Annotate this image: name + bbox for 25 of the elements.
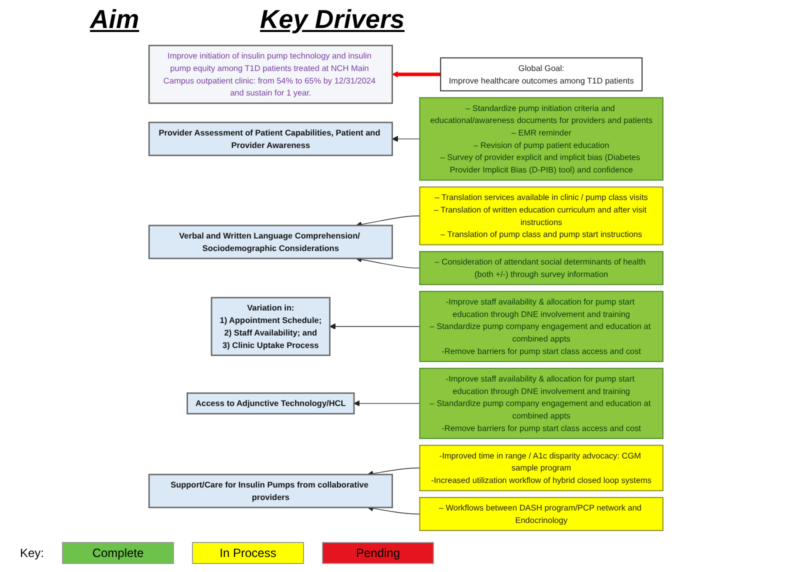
node-box: – Workflows between DASH program/PCP network and Endocrinology: [419, 497, 664, 532]
arrow: [354, 400, 420, 406]
column-heading: Key Drivers: [260, 4, 405, 35]
arrow: [392, 136, 420, 142]
arrow: [330, 323, 420, 330]
legend-swatch: In Process: [192, 542, 304, 564]
node-box: – Translation services available in clinic / pump class visits – Translation of written education curriculum and after visit instructions – Translation of pump class and pump start instructions: [419, 186, 664, 246]
legend-swatch: Pending: [322, 542, 434, 564]
node-box: -Improved time in range / A1c disparity advocacy: CGM sample program -Increased utilization workflow of hybrid closed loop systems: [419, 444, 664, 492]
arrow: [392, 71, 441, 78]
node-box: Improve initiation of insulin pump technology and insulin pump equity among T1D patients treated at NCH Main Campus outpatient clinic: from 54% to 65% by 12/31/2024 and sustain for 1 year.: [148, 44, 393, 104]
arrow: [356, 256, 420, 268]
legend-title: Key:: [20, 546, 44, 560]
column-heading: Aim: [90, 4, 140, 35]
node-box: Support/Care for Insulin Pumps from collaborative providers: [148, 474, 393, 508]
node-box: -Improve staff availability & allocation for pump start education through DNE involvement and training – Standardize pump company engagement and education at combined appts -Remove barriers for pump start class access and cost: [419, 368, 664, 439]
node-box: Access to Adjunctive Technology/HCL: [186, 392, 355, 414]
legend-swatch: Complete: [62, 542, 174, 564]
node-box: Variation in: 1) Appointment Schedule; 2) Staff Availability; and 3) Clinic Uptake Process: [210, 296, 331, 356]
node-box: -Improve staff availability & allocation for pump start education through DNE involvement and training – Standardize pump company engagement and education at combined appts -Remove barriers for pump start class access and cost: [419, 290, 664, 362]
node-box: Global Goal: Improve healthcare outcomes among T1D patients: [440, 57, 643, 92]
node-box: – Standardize pump initiation criteria and educational/awareness documents for providers and patients – EMR reminder – Revision of pump patient education – Survey of provider explicit and implicit bias (Diabetes Provider Implicit Bias (D-PIB) tool) and confidence: [419, 97, 664, 181]
node-box: Provider Assessment of Patient Capabilities, Patient and Provider Awareness: [148, 122, 393, 156]
node-box: – Consideration of attendant social determinants of health (both +/-) through survey information: [419, 251, 664, 286]
node-box: Verbal and Written Language Comprehension/ Sociodemographic Considerations: [148, 224, 393, 260]
